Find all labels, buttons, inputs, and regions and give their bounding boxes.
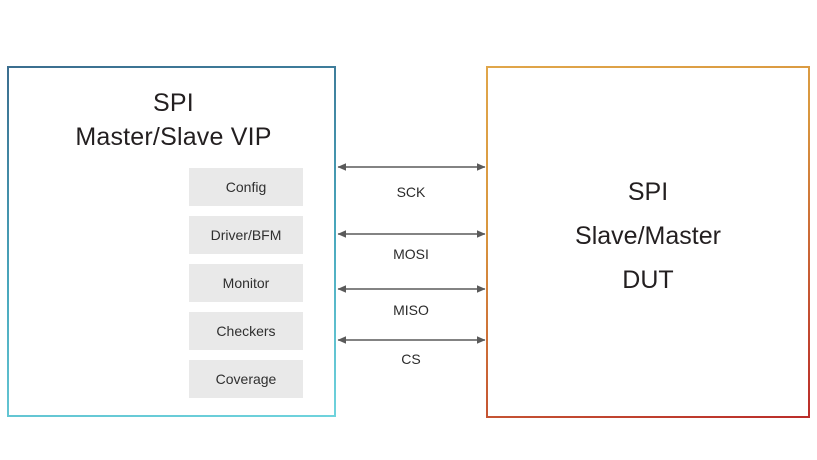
vip-module-list: Config Driver/BFM Monitor Checkers Cover… (189, 168, 303, 398)
vip-title-line2: Master/Slave VIP (75, 123, 272, 151)
dut-title-line3: DUT (622, 266, 674, 294)
module-label: Monitor (222, 275, 270, 291)
dut-title-line1: SPI (627, 178, 669, 206)
module-box-coverage[interactable]: Coverage (189, 360, 303, 398)
module-box-monitor[interactable]: Monitor (189, 264, 303, 302)
signal-label-sck: SCK (396, 184, 426, 200)
vip-title: SPI Master/Slave VIP (9, 86, 338, 154)
module-label: Driver/BFM (210, 227, 282, 243)
vip-title-line1: SPI (153, 89, 194, 117)
module-label: Checkers (216, 323, 276, 339)
module-label: Coverage (215, 371, 277, 387)
module-box-config[interactable]: Config (189, 168, 303, 206)
signal-label-mosi: MOSI (393, 246, 429, 262)
module-label: Config (225, 179, 267, 195)
module-box-driver-bfm[interactable]: Driver/BFM (189, 216, 303, 254)
signal-label-miso: MISO (393, 302, 429, 318)
spi-dut-block: SPI Slave/Master DUT (486, 66, 810, 418)
dut-title: SPI Slave/Master DUT (488, 170, 808, 302)
spi-vip-block: SPI Master/Slave VIP Config Driver/BFM M… (7, 66, 336, 417)
signal-label-cs: CS (401, 351, 421, 367)
dut-title-line2: Slave/Master (575, 222, 721, 250)
module-box-checkers[interactable]: Checkers (189, 312, 303, 350)
